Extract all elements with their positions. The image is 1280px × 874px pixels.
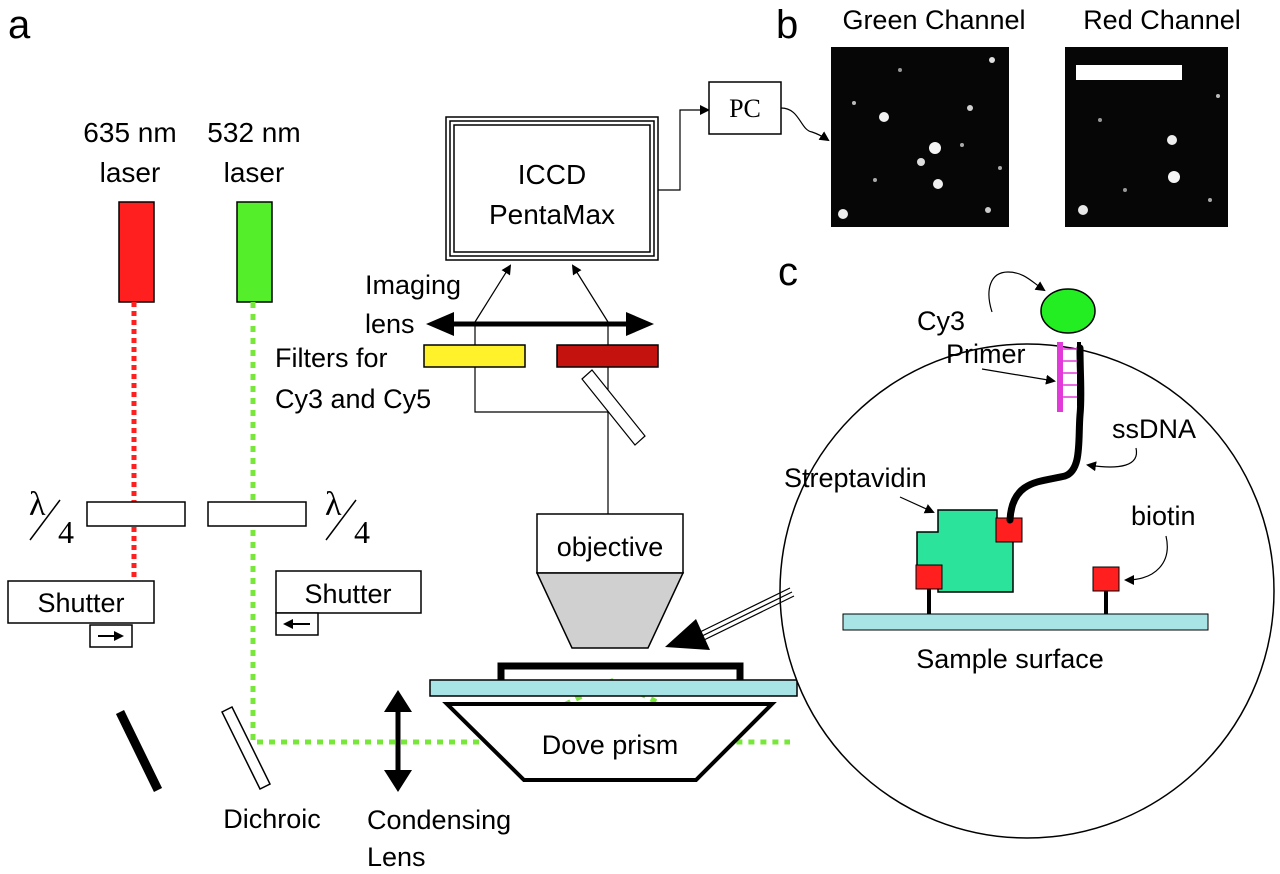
shutter-green — [275, 570, 422, 614]
primer-label: Primer — [946, 339, 1026, 369]
iccd-camera-middle — [449, 120, 655, 257]
red-channel-label: Red Channel — [1083, 5, 1241, 35]
ssdna-label: ssDNA — [1112, 414, 1196, 444]
filter-cy3 — [423, 344, 526, 368]
biotin-pointer — [1124, 535, 1168, 585]
zoom-arrow-line-2 — [703, 595, 795, 641]
iccd-camera-outer — [445, 116, 659, 261]
shutter-red-label: Shutter — [37, 588, 124, 618]
quartz-slide — [429, 679, 798, 697]
green-laser-wavelength: 532 nm — [207, 117, 300, 148]
streptavidin-label: Streptavidin — [784, 463, 927, 493]
panel-label-b: b — [776, 3, 798, 47]
pc-label: PC — [729, 94, 761, 123]
pc-to-image-connector — [780, 107, 830, 142]
objective-label: objective — [557, 532, 664, 562]
fraction-slash-left — [29, 499, 61, 541]
zoom-arrow-line-1 — [699, 587, 791, 633]
green-channel-label: Green Channel — [842, 5, 1025, 35]
primer-base-pairs — [1062, 348, 1077, 398]
red-laser-word: laser — [100, 157, 161, 188]
mirror — [115, 710, 163, 792]
condensing-lens-arrow-down — [384, 770, 412, 792]
green-laser — [236, 201, 273, 303]
biotin-square-3 — [1092, 566, 1120, 592]
iccd-label-line2: PentaMax — [489, 199, 615, 230]
objective-lens — [535, 572, 685, 649]
lambda-symbol-right: λ — [325, 486, 342, 523]
condensing-lens-label-line2: Lens — [367, 842, 426, 872]
quarter-wave-plate-red — [86, 501, 186, 527]
cy3-pointer — [988, 271, 1046, 313]
condensing-lens-arrow-up — [384, 690, 412, 712]
quarter-denominator-left: 4 — [58, 514, 74, 550]
iccd-label-line1: ICCD — [518, 159, 586, 190]
condensing-lens-label-line1: Condensing — [367, 805, 511, 835]
panel-label-c: c — [778, 250, 798, 294]
shutter-green-label: Shutter — [304, 579, 391, 609]
dove-prism — [442, 702, 777, 782]
pc-box — [708, 81, 782, 135]
sample-holder — [497, 662, 744, 680]
cy3-label: Cy3 — [917, 306, 965, 336]
fraction-slash-right — [325, 499, 357, 541]
scale-bar — [1076, 65, 1182, 80]
ray-cy5 — [571, 264, 609, 323]
iccd-camera-inner — [453, 124, 651, 253]
imaging-lens-label-line2: lens — [365, 309, 415, 339]
emission-dichroic-mirror — [581, 369, 646, 446]
ray-cy3 — [474, 264, 512, 323]
shutter-red — [7, 580, 155, 624]
green-channel-image — [831, 47, 1009, 227]
red-laser — [118, 201, 155, 303]
green-beam — [250, 302, 490, 745]
biotin-label: biotin — [1131, 501, 1196, 531]
cy3-dye — [1040, 288, 1096, 334]
dichroic-label: Dichroic — [223, 804, 321, 834]
sample-surface-label: Sample surface — [916, 644, 1104, 674]
objective-body — [536, 513, 684, 574]
ssdna-pointer — [1086, 447, 1138, 472]
filter-cy5 — [556, 344, 659, 368]
green-laser-word: laser — [224, 157, 285, 188]
dove-prism-label: Dove prism — [542, 730, 679, 760]
red-channel-spots — [1078, 94, 1220, 215]
primer-pointer — [981, 368, 1056, 385]
green-channel-spots — [838, 57, 1002, 219]
filters-label-line2: Cy3 and Cy5 — [275, 384, 431, 414]
red-laser-wavelength: 635 nm — [83, 117, 176, 148]
imaging-lens-arrow-right — [626, 312, 654, 336]
inset-circle — [779, 343, 1275, 839]
zoom-arrow-line-3 — [701, 591, 793, 637]
filters-label-line1: Filters for — [275, 343, 388, 373]
biotin-square-1 — [915, 564, 943, 590]
imaging-lens-label-line1: Imaging — [365, 270, 461, 300]
dichroic-mirror — [220, 705, 272, 791]
quarter-denominator-right: 4 — [354, 514, 370, 550]
panel-label-a: a — [8, 3, 31, 47]
lambda-symbol-left: λ — [29, 486, 46, 523]
camera-to-pc-connector — [658, 105, 710, 191]
quarter-wave-plate-green — [207, 501, 307, 527]
streptavidin-pointer — [899, 496, 935, 514]
zoom-arrow-head — [665, 619, 710, 650]
sample-surface — [842, 613, 1209, 631]
imaging-lens-arrow-left — [426, 312, 454, 336]
